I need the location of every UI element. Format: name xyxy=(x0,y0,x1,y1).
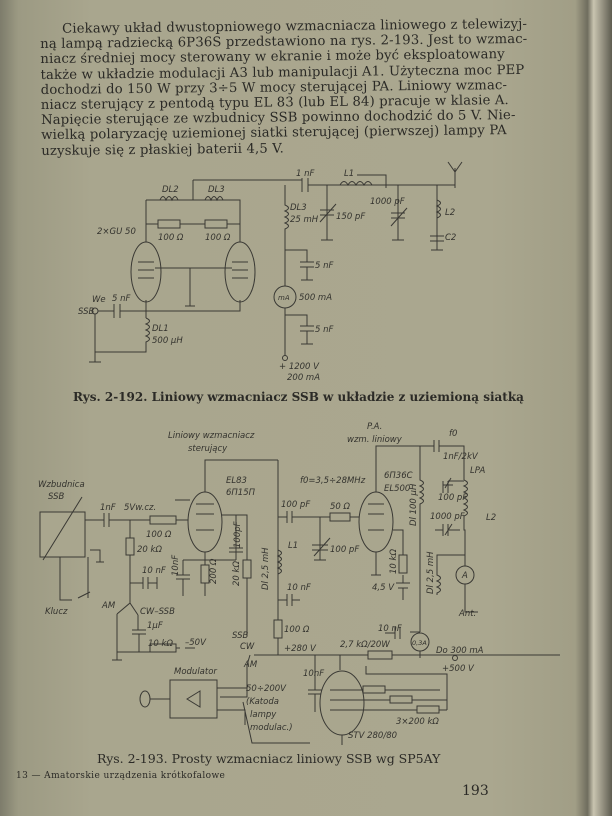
label: +500 V xyxy=(442,664,475,674)
label: CW–SSB xyxy=(140,607,175,617)
label: 50÷200V xyxy=(246,684,287,694)
label: 5 nF xyxy=(315,261,333,271)
label: 200 mA xyxy=(287,373,320,383)
label: DL1 xyxy=(152,324,169,334)
label: DL3 xyxy=(208,185,225,195)
label: DL2 xyxy=(162,185,179,195)
label: +280 V xyxy=(284,644,317,654)
label: P.A. xyxy=(367,422,382,432)
label: Wzbudnica xyxy=(38,480,85,490)
label: 100 Ω xyxy=(158,233,184,243)
label: Dl 2,5 mH xyxy=(261,547,271,590)
label: f0 xyxy=(449,429,457,439)
label: modulac.) xyxy=(250,723,293,733)
label: 1nF xyxy=(100,503,116,513)
label: 20 kΩ xyxy=(232,561,242,586)
label: 3×200 kΩ xyxy=(396,717,439,727)
label: 200 Ω xyxy=(209,558,219,584)
label: CW xyxy=(240,642,255,652)
label: Do 300 mA xyxy=(436,646,484,656)
page-number: 193 xyxy=(462,783,489,799)
label: A xyxy=(461,571,468,581)
label: wzm. liniowy xyxy=(347,435,403,445)
label: 1000 pF xyxy=(430,512,465,522)
label: Ant. xyxy=(458,609,476,619)
label: We xyxy=(92,295,106,305)
label: 25 mH xyxy=(290,215,319,225)
label: Dl 2,5 mH xyxy=(426,551,436,594)
label: L1 xyxy=(288,541,298,551)
label: Liniowy wzmacniacz xyxy=(168,431,255,441)
label: 1µF xyxy=(147,621,163,631)
label: 6П36С xyxy=(384,471,413,481)
label: 100pF xyxy=(233,521,243,548)
footer-book-title: 13 — Amatorskie urządzenia krótkofalowe xyxy=(16,771,226,781)
label: DL3 xyxy=(290,203,307,213)
label: 100 pF xyxy=(438,493,467,503)
label: 10nF xyxy=(303,669,324,679)
label: 100 Ω xyxy=(284,625,310,635)
label: 10 kΩ xyxy=(148,639,173,649)
label: + 1200 V xyxy=(279,362,320,372)
label: 4,5 V xyxy=(372,583,395,593)
label: 500 µH xyxy=(152,336,183,346)
label: SSB xyxy=(48,492,64,502)
label: L1 xyxy=(344,169,354,179)
label: Dl 100 µH xyxy=(409,483,419,526)
label: SSB xyxy=(78,307,94,317)
label: EL83 xyxy=(226,476,247,486)
label: 150 pF xyxy=(336,212,365,222)
label: –50V xyxy=(185,638,207,648)
label: (Katoda xyxy=(246,697,279,707)
label: 10 kΩ xyxy=(389,549,399,574)
figure-2-192-schematic: 1 nF L1 DL2 DL3 100 Ω 100 Ω 2×GU 50 We S… xyxy=(78,161,463,383)
label: AM xyxy=(101,601,116,611)
label: 2,7 kΩ/20W xyxy=(340,640,390,650)
label: C2 xyxy=(445,233,456,243)
figure-caption-2-193: Rys. 2-193. Prosty wzmacniacz liniowy SS… xyxy=(97,751,441,766)
label: 100 pF xyxy=(330,545,359,555)
label: STV 280/80 xyxy=(348,731,397,741)
label: Klucz xyxy=(45,607,68,617)
label: f0=3,5÷28MHz xyxy=(300,476,366,486)
label: 2×GU 50 xyxy=(97,227,136,237)
label: AM xyxy=(243,660,258,670)
label: EL500 xyxy=(384,484,410,494)
label: 100 Ω xyxy=(146,530,172,540)
label: 100 Ω xyxy=(205,233,231,243)
label: lampy xyxy=(250,710,277,720)
label: 0,3A xyxy=(412,639,427,647)
label: sterujący xyxy=(188,444,228,454)
figure-caption-2-192: Rys. 2-192. Liniowy wzmacniacz SSB w ukł… xyxy=(73,390,524,404)
label: 1nF/2kV xyxy=(443,452,479,462)
label: L2 xyxy=(486,513,496,523)
label: SSB xyxy=(232,631,248,641)
label: 5Vw.cz. xyxy=(124,503,156,513)
label: LPA xyxy=(470,466,485,476)
label: 10 nF xyxy=(378,624,402,634)
label: 500 mA xyxy=(299,293,332,303)
label: 10 nF xyxy=(142,566,166,576)
label: 6П15П xyxy=(226,488,256,498)
label: 50 Ω xyxy=(330,502,351,512)
label: 1 nF xyxy=(296,169,314,179)
label: 10nF xyxy=(171,555,181,576)
label: 20 kΩ xyxy=(137,545,162,555)
label: L2 xyxy=(445,208,455,218)
label: 1000 pF xyxy=(370,197,405,207)
label: Modulator xyxy=(174,667,217,677)
label: mA xyxy=(278,294,290,302)
label: 10 nF xyxy=(287,583,311,593)
label: 5 nF xyxy=(112,294,130,304)
label: 5 nF xyxy=(315,325,333,335)
figure-2-193-schematic: Liniowy wzmacniacz sterujący Wzbudnica S… xyxy=(38,422,560,745)
label: 100 pF xyxy=(281,500,310,510)
